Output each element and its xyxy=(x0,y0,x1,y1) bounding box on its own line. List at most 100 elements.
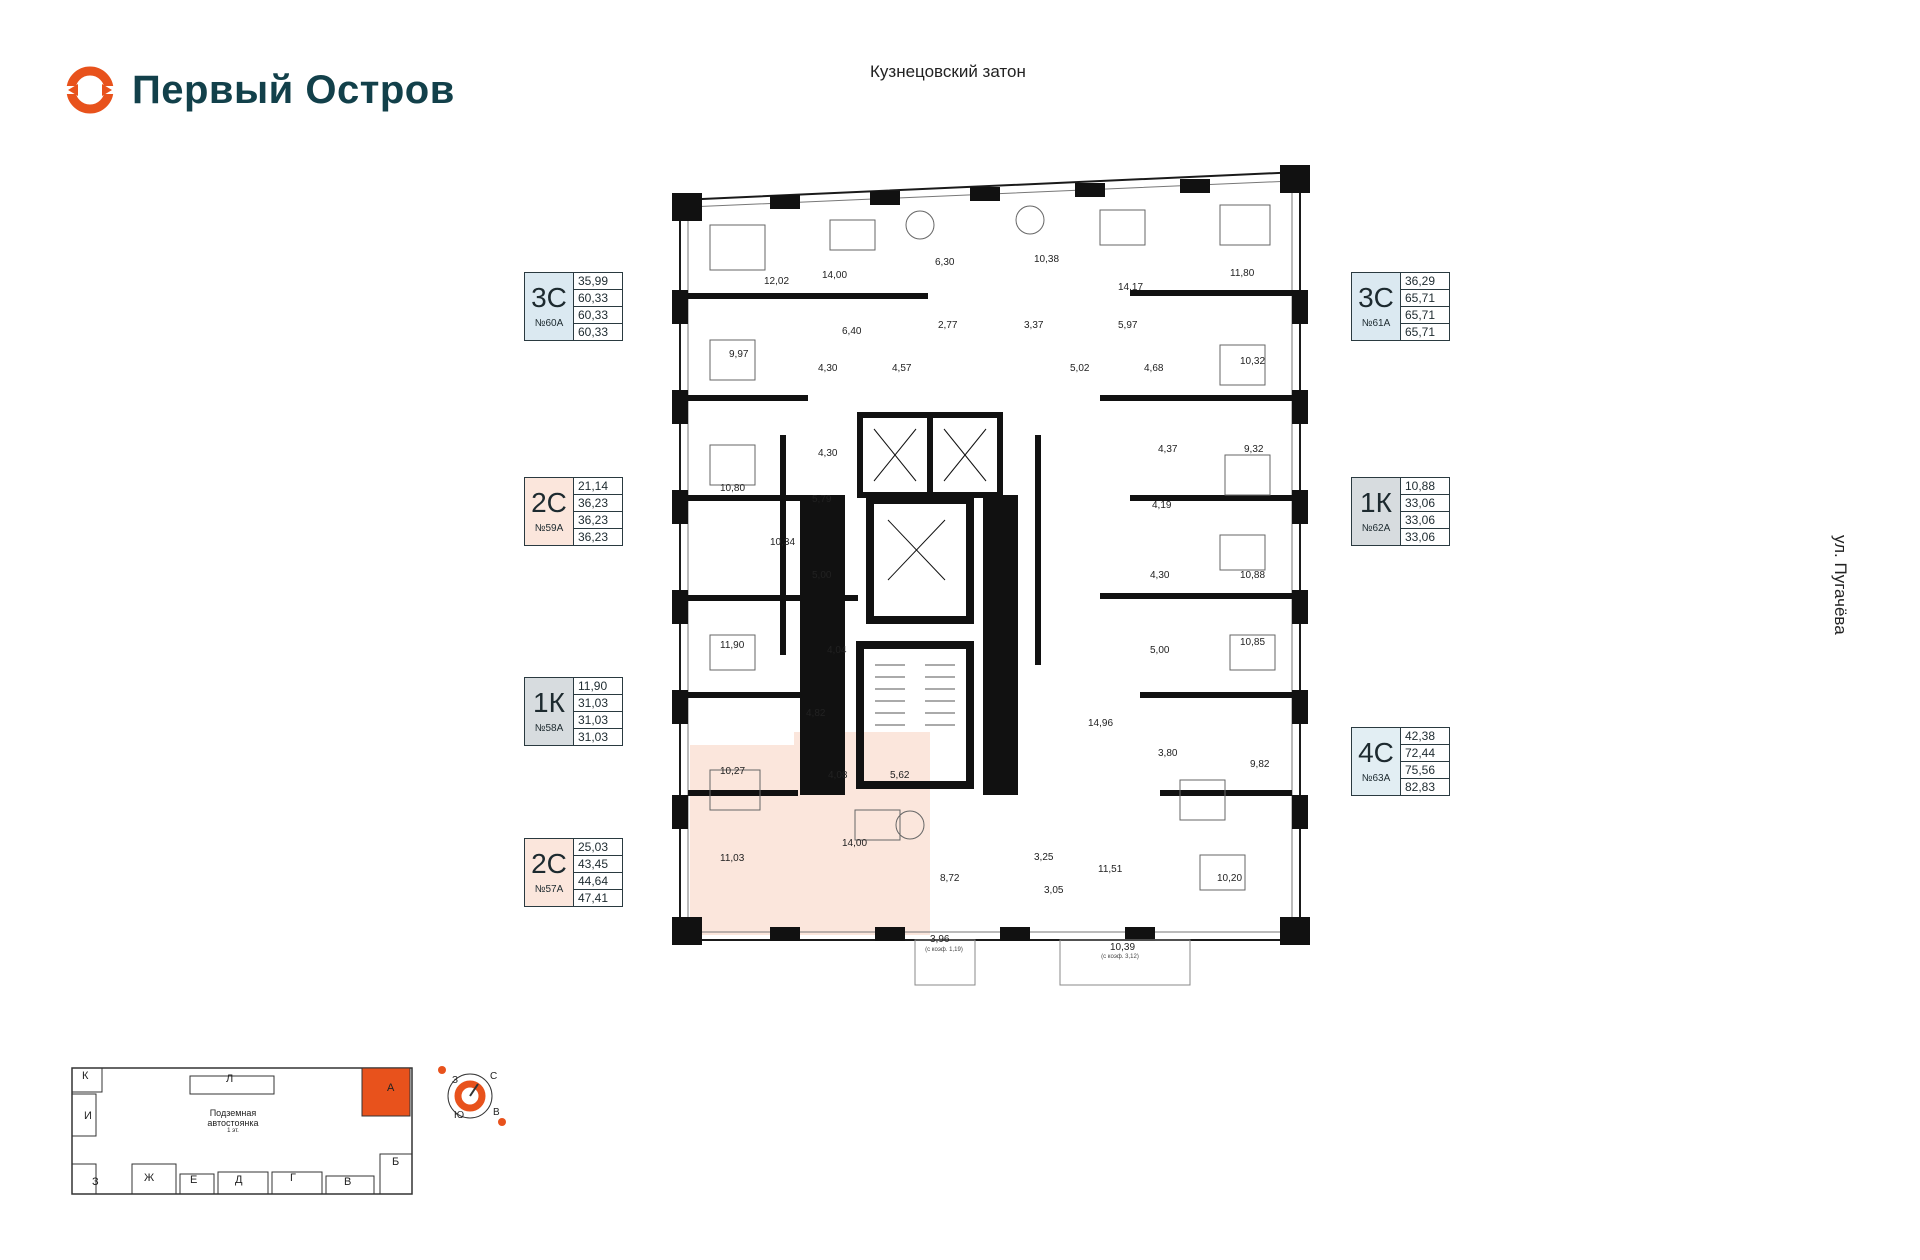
river-label: Кузнецовский затон xyxy=(870,62,1026,81)
area-value: 72,44 xyxy=(1401,745,1449,762)
apartment-number: №61А xyxy=(1361,318,1391,329)
compass-south: Ю xyxy=(454,1110,465,1121)
compass-east: В xyxy=(493,1107,500,1118)
apartment-areas: 35,99 60,33 60,33 60,33 xyxy=(574,273,622,340)
area-value: 11,90 xyxy=(574,678,622,695)
apartment-areas: 11,90 31,03 31,03 31,03 xyxy=(574,678,622,745)
area-value: 36,23 xyxy=(578,530,609,544)
area-value: 42,38 xyxy=(1401,728,1449,745)
room-area: 10,32 xyxy=(1240,356,1266,367)
area-value: 75,56 xyxy=(1401,762,1449,779)
room-area: 5,79 xyxy=(812,494,832,505)
room-area: 5,02 xyxy=(1070,363,1090,374)
room-area: 12,02 xyxy=(764,276,790,287)
area-value: 36,23 xyxy=(574,495,622,512)
apartment-card-60a[interactable]: 3С №60А 35,99 60,33 60,33 60,33 xyxy=(524,272,623,341)
room-area: 11,90 xyxy=(720,640,745,651)
area-value: 10,88 xyxy=(1401,478,1449,495)
building-label: З xyxy=(92,1176,99,1188)
apartment-number: №60А xyxy=(534,318,564,329)
area-value: 36,29 xyxy=(1401,273,1449,290)
island-ring-logo-icon xyxy=(64,66,116,114)
sun-icon xyxy=(498,1118,506,1126)
area-value: 44,64 xyxy=(574,873,622,890)
area-value: 43,45 xyxy=(574,856,622,873)
area-value: 31,03 xyxy=(574,712,622,729)
apartment-areas: 36,29 65,71 65,71 65,71 xyxy=(1401,273,1449,340)
area-value: 65,71 xyxy=(1405,325,1436,339)
building-label: Л xyxy=(226,1073,234,1085)
room-area: 10,20 xyxy=(1217,873,1243,884)
area-value: 33,06 xyxy=(1405,530,1436,544)
room-area: 9,97 xyxy=(729,349,749,360)
room-area: 14,00 xyxy=(842,838,868,849)
room-area: 10,38 xyxy=(1034,254,1060,265)
area-value: 33,06 xyxy=(1401,495,1449,512)
apartment-code: 3С xyxy=(531,282,567,313)
apartment-type: 1К №62А xyxy=(1352,478,1401,545)
apartment-card-63a[interactable]: 4С №63А 42,38 72,44 75,56 82,83 xyxy=(1351,727,1450,796)
room-area: 4,04 xyxy=(827,645,847,656)
area-value: 31,03 xyxy=(578,730,609,744)
area-value: 35,99 xyxy=(574,273,622,290)
room-area: 9,82 xyxy=(1250,759,1270,770)
room-area: 3,37 xyxy=(1024,320,1044,331)
room-area: 9,32 xyxy=(1244,444,1264,455)
room-area: 3,25 xyxy=(1034,852,1054,863)
apartment-areas: 42,38 72,44 75,56 82,83 xyxy=(1401,728,1449,795)
room-area: 14,17 xyxy=(1118,282,1144,293)
apartment-type: 4С №63А xyxy=(1352,728,1401,795)
area-value: 47,41 xyxy=(578,891,609,905)
apartment-card-61a[interactable]: 3С №61А 36,29 65,71 65,71 65,71 xyxy=(1351,272,1450,341)
building-label: В xyxy=(344,1176,352,1188)
compass-west: З xyxy=(452,1075,459,1086)
area-value: 25,03 xyxy=(574,839,622,856)
room-area: 14,00 xyxy=(822,270,848,281)
room-area: 3,05 xyxy=(1044,885,1064,896)
area-value: 65,71 xyxy=(1401,307,1449,324)
room-area: 5,97 xyxy=(1118,320,1138,331)
room-area: 11,80 xyxy=(1230,268,1255,279)
compass-icon xyxy=(438,1066,506,1126)
parking-label-line: автостоянка xyxy=(207,1118,259,1128)
apartment-code: 1К xyxy=(1360,487,1392,518)
room-area: 4,57 xyxy=(892,363,912,374)
building-label: К xyxy=(82,1070,89,1082)
building-label: Е xyxy=(190,1174,198,1186)
room-area: 6,40 xyxy=(842,326,862,337)
apartment-code: 2С xyxy=(531,848,567,879)
compass-north: С xyxy=(490,1071,498,1082)
sun-icon xyxy=(438,1066,446,1074)
area-value: 33,06 xyxy=(1401,512,1449,529)
room-area: 3,96 xyxy=(930,934,950,945)
apartment-code: 3С xyxy=(1358,282,1394,313)
room-area: 5,00 xyxy=(812,570,832,581)
apartment-number: №58А xyxy=(534,723,564,734)
apartment-code: 1К xyxy=(533,687,565,718)
apartment-areas: 10,88 33,06 33,06 33,06 xyxy=(1401,478,1449,545)
apartment-card-59a[interactable]: 2С №59А 21,14 36,23 36,23 36,23 xyxy=(524,477,623,546)
apartment-card-62a[interactable]: 1К №62А 10,88 33,06 33,06 33,06 xyxy=(1351,477,1450,546)
apartment-card-58a[interactable]: 1К №58А 11,90 31,03 31,03 31,03 xyxy=(524,677,623,746)
balcony-coef-note: (с коэф. 1,19) xyxy=(925,947,963,953)
room-area: 10,27 xyxy=(720,766,746,777)
brand-header: Первый Остров xyxy=(64,64,455,116)
apartment-type: 3С №60А xyxy=(525,273,574,340)
apartment-card-57a[interactable]: 2С №57А 25,03 43,45 44,64 47,41 xyxy=(524,838,623,907)
area-value: 65,71 xyxy=(1401,290,1449,307)
room-area: 10,85 xyxy=(1240,637,1266,648)
apartment-number: №62А xyxy=(1361,523,1391,534)
room-area: 10,88 xyxy=(1240,570,1266,581)
room-area: 6,30 xyxy=(935,257,955,268)
room-area: 4,82 xyxy=(806,708,826,719)
balcony-coef-note: (с коэф. 3,12) xyxy=(1101,954,1139,960)
room-area: 10,39 xyxy=(1110,942,1136,953)
building-label: А xyxy=(387,1082,395,1094)
room-area: 4,37 xyxy=(1158,444,1178,455)
apartment-number: №59А xyxy=(534,523,564,534)
room-area: 10,34 xyxy=(770,537,796,548)
area-value: 60,33 xyxy=(578,325,609,339)
apartment-number: №57А xyxy=(534,884,564,895)
building-label: Б xyxy=(392,1156,400,1168)
apartment-number: №63А xyxy=(1361,773,1391,784)
